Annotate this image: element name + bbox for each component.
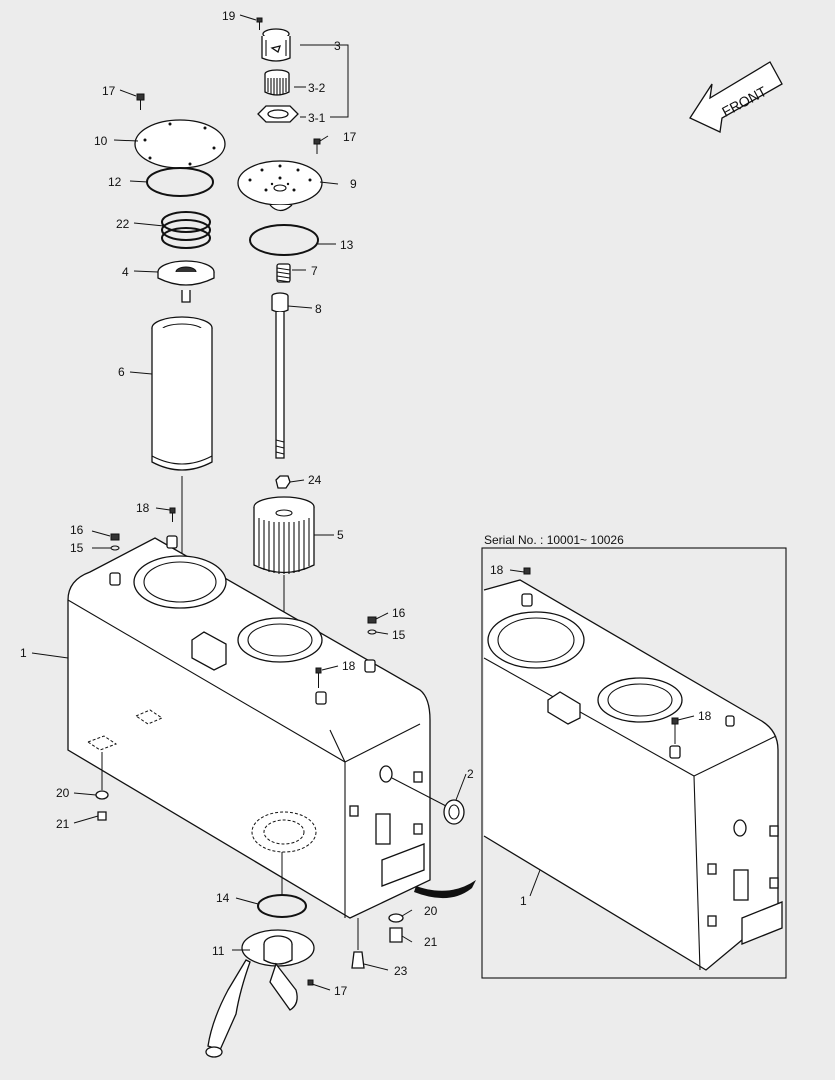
callout-12: 12 bbox=[108, 175, 122, 189]
callout-22: 22 bbox=[116, 217, 130, 231]
callout-7: 7 bbox=[311, 264, 318, 278]
callout-17-right: 17 bbox=[343, 130, 357, 144]
callout-20-right: 20 bbox=[424, 904, 438, 918]
inset-tank bbox=[483, 579, 783, 971]
callout-1: 1 bbox=[20, 646, 27, 660]
front-arrow-icon: FRONT bbox=[689, 61, 783, 133]
callout-16-right: 16 bbox=[392, 606, 406, 620]
callout-20-left: 20 bbox=[56, 786, 70, 800]
callout-14: 14 bbox=[216, 891, 230, 905]
callout-17-bottom: 17 bbox=[334, 984, 348, 998]
inset-callout-1: 1 bbox=[520, 894, 527, 908]
hydraulic-tank bbox=[67, 535, 431, 919]
callout-21-right: 21 bbox=[424, 935, 438, 949]
inset-callout-18-b: 18 bbox=[698, 709, 712, 723]
inset-callout-18-a: 18 bbox=[490, 563, 504, 577]
callout-8: 8 bbox=[315, 302, 322, 316]
part-callouts: 19 3 3-2 3-1 17 10 17 9 12 22 13 4 7 8 6… bbox=[20, 9, 712, 998]
callout-15-right: 15 bbox=[392, 628, 406, 642]
return-cover-plate bbox=[237, 160, 323, 212]
callout-13: 13 bbox=[340, 238, 354, 252]
callout-10: 10 bbox=[94, 134, 108, 148]
callout-15-left: 15 bbox=[70, 541, 84, 555]
callout-21-left: 21 bbox=[56, 817, 70, 831]
inset-title: Serial No. : 10001~ 10026 bbox=[484, 533, 624, 547]
callout-18-right: 18 bbox=[342, 659, 356, 673]
callout-9: 9 bbox=[350, 177, 357, 191]
callout-19: 19 bbox=[222, 9, 236, 23]
callout-17-left: 17 bbox=[102, 84, 116, 98]
callout-5: 5 bbox=[337, 528, 344, 542]
callout-16-left: 16 bbox=[70, 523, 84, 537]
callout-24: 24 bbox=[308, 473, 322, 487]
suction-pipe bbox=[205, 929, 315, 1058]
callout-6: 6 bbox=[118, 365, 125, 379]
callout-11: 11 bbox=[212, 944, 225, 958]
callout-4: 4 bbox=[122, 265, 129, 279]
breather-cap-assembly bbox=[256, 17, 299, 123]
callout-18-top: 18 bbox=[136, 501, 150, 515]
callout-3: 3 bbox=[334, 39, 341, 53]
callout-3-1: 3-1 bbox=[308, 111, 326, 125]
inset-frame bbox=[481, 547, 787, 979]
callout-3-2: 3-2 bbox=[308, 81, 326, 95]
callout-23: 23 bbox=[394, 964, 408, 978]
callout-2: 2 bbox=[467, 767, 474, 781]
